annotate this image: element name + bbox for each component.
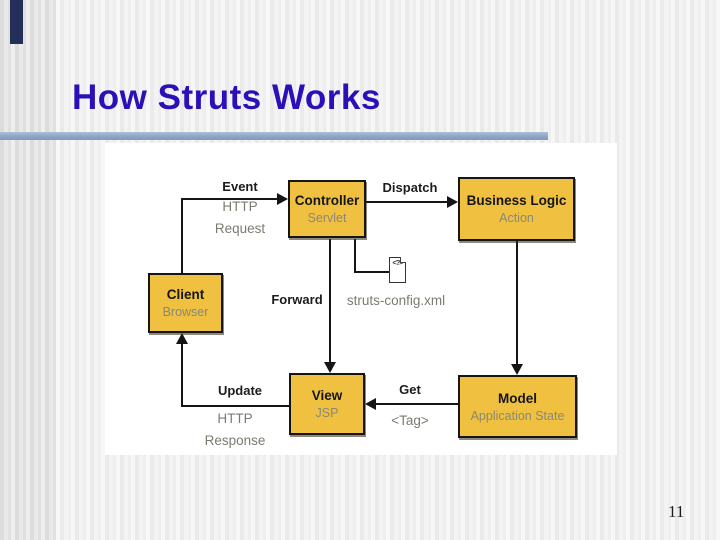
node-subtitle: Action xyxy=(499,211,534,225)
arrowhead-dispatch-icon xyxy=(447,196,458,208)
arrowhead-get-icon xyxy=(365,398,376,410)
node-subtitle: Browser xyxy=(162,305,209,319)
node-controller-servlet: Controller Servlet xyxy=(288,180,366,238)
node-title: Model xyxy=(498,390,537,406)
node-subtitle: JSP xyxy=(315,406,339,420)
page-number: 11 xyxy=(668,502,685,521)
xml-document-icon: <?> xyxy=(389,257,406,283)
edge-event-line xyxy=(182,198,278,200)
edge-label-line: HTTP xyxy=(222,199,258,214)
navy-corner-mark xyxy=(10,0,23,44)
edge-label-tag: <Tag> xyxy=(391,413,429,428)
title-underline-bar xyxy=(0,132,548,140)
page-title: How Struts Works xyxy=(72,78,381,117)
node-title: Client xyxy=(166,287,205,302)
node-title: View xyxy=(311,388,343,403)
edge-businesslogic-to-model-line xyxy=(516,241,518,365)
edge-label-http-response: HTTP Response xyxy=(205,408,266,452)
edge-label-line: Response xyxy=(204,433,266,448)
edge-get-line xyxy=(375,403,458,405)
arrowhead-update-icon xyxy=(176,333,188,344)
arrowhead-event-icon xyxy=(277,193,288,205)
node-subtitle: Application State xyxy=(470,408,565,423)
node-view-jsp: View JSP xyxy=(289,373,365,435)
xml-glyph: <?> xyxy=(392,258,403,267)
edge-config-elbow-vertical xyxy=(354,239,356,273)
edge-update-to-client-line xyxy=(181,343,183,407)
node-client-browser: Client Browser xyxy=(148,273,223,333)
edge-label-event: Event xyxy=(222,179,258,194)
edge-forward-line xyxy=(329,239,331,363)
arrowhead-forward-icon xyxy=(324,362,336,373)
edge-label-line: HTTP xyxy=(217,411,253,426)
edge-label-update: Update xyxy=(217,383,263,398)
arrowhead-model-icon xyxy=(511,364,523,375)
edge-dispatch-line xyxy=(366,201,448,203)
edge-label-dispatch: Dispatch xyxy=(382,180,438,195)
edge-label-line: Request xyxy=(214,221,266,236)
striped-left-band xyxy=(0,0,56,540)
node-title: Business Logic xyxy=(466,193,567,208)
edge-config-elbow-horizontal xyxy=(354,271,390,273)
edge-label-get: Get xyxy=(399,382,421,397)
node-business-logic-action: Business Logic Action xyxy=(458,177,575,241)
edge-label-http-request: HTTP Request xyxy=(215,196,265,240)
node-title: Controller xyxy=(294,193,360,208)
edge-update-line xyxy=(182,405,290,407)
node-model-application-state: Model Application State xyxy=(458,375,577,438)
edge-client-to-event-line xyxy=(181,198,183,274)
node-subtitle: Servlet xyxy=(307,211,347,225)
config-file-label: struts-config.xml xyxy=(346,293,446,308)
struts-diagram-panel: Controller Servlet Business Logic Action… xyxy=(105,143,617,455)
edge-label-forward: Forward xyxy=(271,292,323,307)
